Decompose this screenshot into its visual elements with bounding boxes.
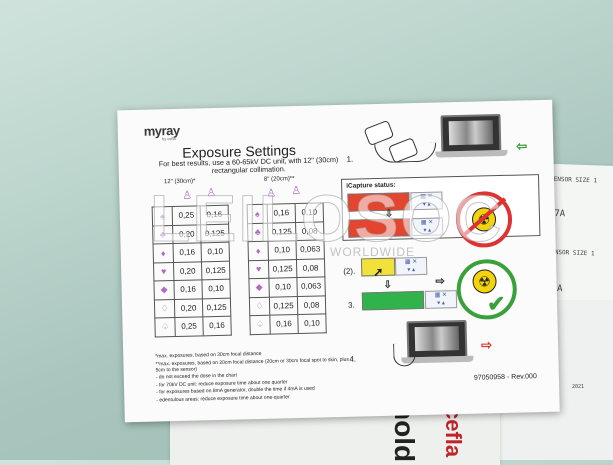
ok-radiation-icon: ☢✔ [456,258,518,321]
adult-exposure-cell: 0,25 [174,316,204,337]
child-exposure-cell: 0,08 [296,258,325,278]
step-2-label: (2). [343,266,356,276]
child-exposure-cell: 0,125 [202,297,231,317]
tooth-icon: ♤ [154,317,176,337]
right-arrow-icon: ⇨ [435,275,445,288]
adult-exposure-cell: 0,125 [268,259,297,279]
myray-logo: myray by cefla [143,122,180,142]
cable-line [374,142,437,164]
card-footer: 97050958 - Rev.000 [473,373,537,382]
watermark: LEILOSOC [149,181,504,256]
status-bar-green [361,290,425,311]
step-4-label: 4. [349,354,357,364]
child-exposure-cell: 0,16 [202,316,232,336]
sensor-label-1: SENSOR SIZE 1 [549,175,598,185]
tooth-icon: ◆ [153,280,175,300]
status-controls-3: ▦ ✕▾ ▴ [394,256,428,276]
child-exposure-cell: 0,063 [296,276,326,297]
step-1-label: 1. [346,154,354,164]
cursor-icon: ➚ [373,264,384,280]
year-label: 2021 [572,384,585,390]
child-exposure-cell: 0,10 [297,313,327,334]
adult-exposure-cell: 0,125 [269,296,298,316]
watermark-sub: WORLDWIDE [330,245,415,259]
card-subtitle: For best results, use a 60-65kV DC unit,… [158,154,339,176]
adult-exposure-cell: 0,16 [173,279,203,300]
child-exposure-cell: 0,10 [201,279,231,299]
exposure-settings-card: myray by cefla Exposure Settings For bes… [117,99,560,423]
box-brand: cefla [441,407,466,458]
tooth-icon: ♥ [248,259,269,279]
tooth-icon: ♥ [153,262,174,282]
exposure-notes: *max. exposures, based on 30cm focal dis… [155,350,349,403]
adult-exposure-cell: 0,20 [174,298,203,318]
status-controls-4: ▦ ✕▾ ▴ [424,290,458,309]
tooth-icon: ♢ [249,296,270,316]
down-arrow-icon-2: ⇩ [383,279,393,291]
child-exposure-cell: 0,08 [297,295,326,315]
adult-exposure-cell: 0,20 [173,261,202,281]
adult-exposure-cell: 0,10 [268,277,298,297]
child-exposure-cell: 0,125 [201,260,230,280]
adult-exposure-cell: 0,16 [269,314,299,334]
tooth-icon: ◆ [248,278,270,298]
red-arrow-icon: ⇨ [480,337,493,353]
tooth-icon: ♤ [249,315,271,335]
sensor-icon [363,119,395,147]
green-arrow-icon: ⇦ [516,138,528,154]
tooth-icon: ♢ [154,299,175,319]
step-3-label: 3. [347,300,355,310]
